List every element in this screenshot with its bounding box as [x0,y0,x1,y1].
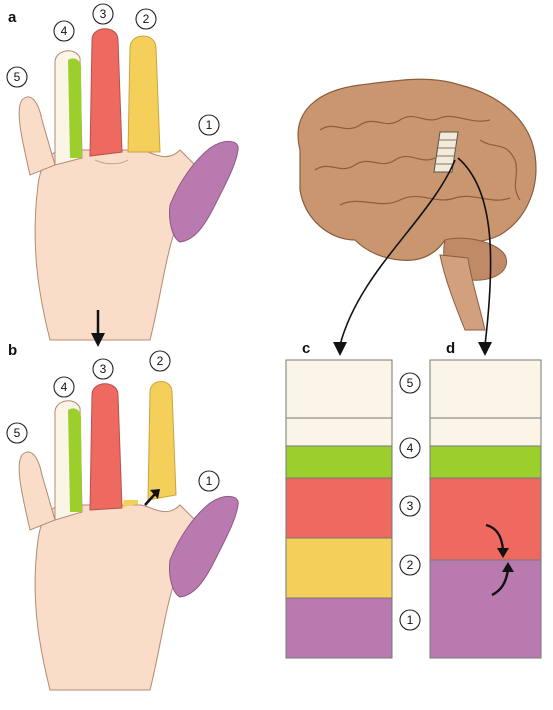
cortical-map-c [285,359,393,659]
map-c-band-4-pale [285,417,393,447]
connector-arrows [333,157,492,356]
digit-number-circles-a: 4 3 2 5 1 [6,3,220,136]
band-number-2: 2 [407,558,414,572]
map-c-band-5 [285,359,393,419]
digit-number-3: 3 [100,7,107,21]
map-d-band-4 [429,445,542,479]
map-c-band-3 [285,477,393,539]
hand-illustration-b [18,381,239,691]
map-d-band-1 [429,559,542,659]
digit-number-1: 1 [206,118,213,132]
map-d-band-5 [429,359,542,419]
band-number-4: 4 [407,441,414,455]
map-d-band-3 [429,477,542,561]
digit-number-4: 4 [61,380,68,394]
curved-arrow-icon [485,523,514,597]
band-number-3: 3 [407,499,414,513]
band-number-1: 1 [407,613,414,627]
map-c-band-1 [285,597,393,659]
panel-label-c: c [302,340,310,357]
digit-number-2: 2 [157,354,164,368]
map-d-band-4-pale [429,417,542,447]
hand-illustration-a [18,28,239,341]
digit-number-3: 3 [100,362,107,376]
map-c-band-2 [285,537,393,599]
digit-number-1: 1 [206,474,213,488]
down-arrow-icon [91,310,105,347]
brain-illustration [297,78,537,331]
digit-number-2: 2 [143,12,150,26]
digit-number-5: 5 [14,70,21,84]
panel-label-a: a [8,9,17,26]
map-c-band-4 [285,445,393,479]
amputation-arrow-icon [144,489,160,506]
band-number-circles: 5 4 3 2 1 [399,372,421,631]
band-number-5: 5 [407,376,414,390]
panel-label-b: b [8,342,17,359]
cortical-map-d [429,359,542,659]
digit-number-circles-b: 4 3 2 5 1 [6,350,220,492]
digit-number-4: 4 [61,24,68,38]
somatosensory-strip [433,131,459,173]
panel-label-d: d [446,340,455,357]
digit-number-5: 5 [14,426,21,440]
